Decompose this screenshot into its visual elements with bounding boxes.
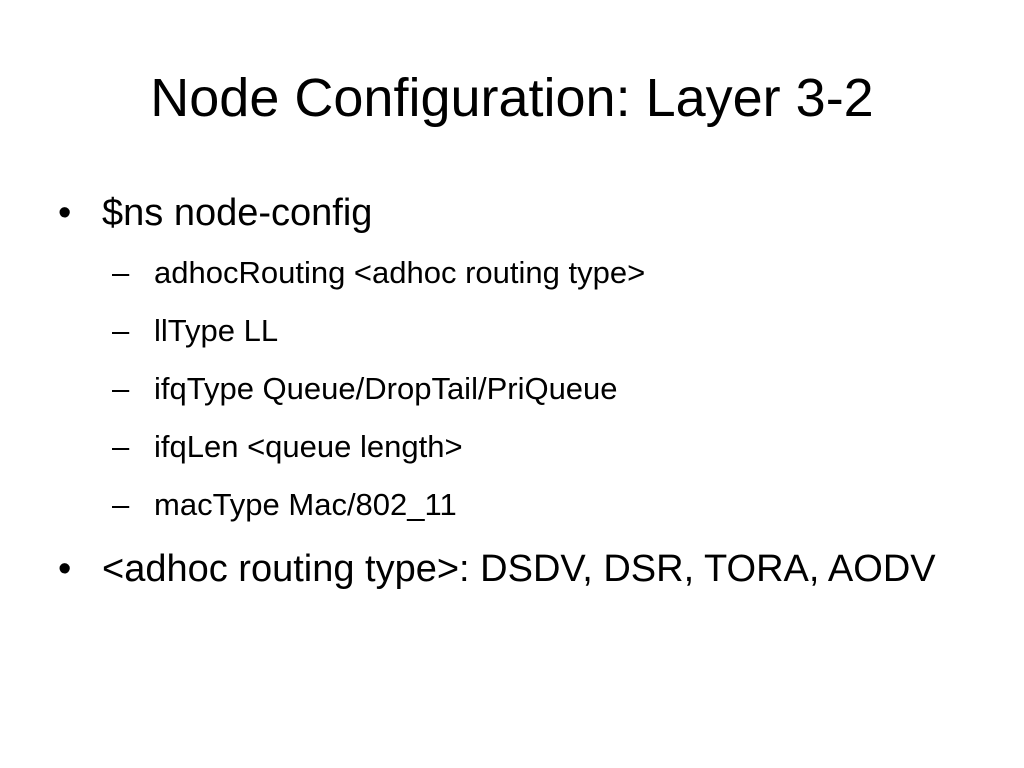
- bullet-text: $ns node-config: [102, 192, 373, 234]
- bullet-item-node-config: • $ns node-config – adhocRouting <adhoc …: [58, 186, 978, 534]
- sub-item-text: ifqLen <queue length>: [154, 429, 463, 464]
- dash-marker: –: [112, 313, 130, 348]
- dash-marker: –: [112, 371, 130, 406]
- sub-item-mac-type: – macType Mac/802_11: [112, 476, 978, 534]
- bullet-list: • $ns node-config – adhocRouting <adhoc …: [58, 186, 978, 596]
- sub-item-ifq-len: – ifqLen <queue length>: [112, 418, 978, 476]
- sub-item-text: macType Mac/802_11: [154, 487, 457, 522]
- dash-marker: –: [112, 487, 130, 522]
- sub-item-ll-type: – llType LL: [112, 302, 978, 360]
- dash-marker: –: [112, 255, 130, 290]
- sub-list: – adhocRouting <adhoc routing type> – ll…: [102, 244, 978, 534]
- bullet-marker: •: [58, 548, 72, 590]
- bullet-item-routing-types: • <adhoc routing type>: DSDV, DSR, TORA,…: [58, 542, 978, 596]
- sub-item-text: ifqType Queue/DropTail/PriQueue: [154, 371, 618, 406]
- dash-marker: –: [112, 429, 130, 464]
- bullet-marker: •: [58, 192, 72, 234]
- slide-title: Node Configuration: Layer 3-2: [150, 68, 874, 128]
- sub-item-ifq-type: – ifqType Queue/DropTail/PriQueue: [112, 360, 978, 418]
- sub-item-text: llType LL: [154, 313, 279, 348]
- bullet-text: <adhoc routing type>: DSDV, DSR, TORA, A…: [102, 548, 936, 590]
- sub-item-adhoc-routing: – adhocRouting <adhoc routing type>: [112, 244, 978, 302]
- sub-item-text: adhocRouting <adhoc routing type>: [154, 255, 646, 290]
